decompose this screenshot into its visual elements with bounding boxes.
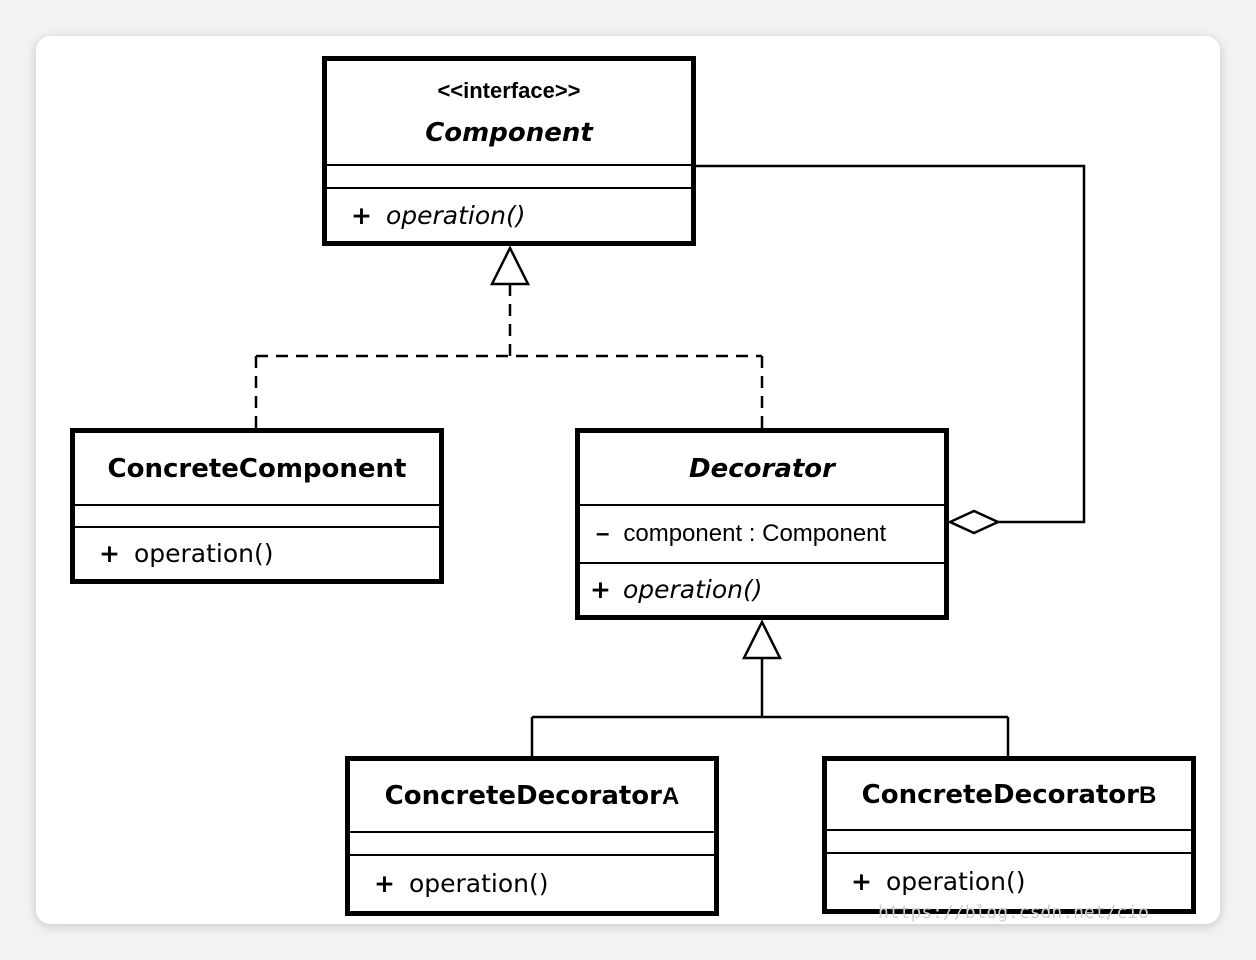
aggregation-diamond (946, 509, 1002, 535)
class-name: Component (425, 117, 593, 148)
class-name: ConcreteDecoratorA (385, 781, 680, 811)
stereotype-label: <<interface>> (437, 77, 581, 103)
method-label: operation() (622, 575, 763, 604)
method-label: operation() (408, 869, 549, 898)
attributes-section: – component : Component (580, 504, 944, 562)
visibility-marker: + (590, 575, 611, 604)
watermark-text: https://blog.csdn.net/cio (878, 902, 1149, 923)
class-name-section: Decorator (580, 433, 944, 504)
attributes-section (75, 504, 439, 526)
realization-connector (254, 284, 764, 430)
visibility-marker: + (351, 200, 372, 230)
class-name: ConcreteDecoratorB (862, 780, 1157, 810)
diagram-canvas: <<interface>> Component + operation() Co… (36, 36, 1220, 924)
class-name-section: ConcreteDecoratorB (827, 761, 1191, 829)
class-name-suffix: A (662, 783, 680, 810)
class-name-section: ConcreteComponent (75, 433, 439, 504)
class-name-suffix: B (1139, 782, 1157, 809)
class-name-main: ConcreteDecorator (384, 781, 662, 811)
visibility-marker: + (374, 869, 395, 898)
methods-section: + operation() (75, 526, 439, 579)
class-name-section: <<interface>> Component (327, 61, 691, 164)
method-label: operation() (885, 867, 1026, 896)
aggregation-connector (694, 164, 1086, 524)
methods-section: + operation() (350, 854, 714, 911)
connector-layer (254, 164, 1086, 758)
generalization-arrowhead (741, 619, 783, 660)
methods-section: + operation() (327, 187, 691, 241)
class-name-section: ConcreteDecoratorA (350, 761, 714, 831)
attributes-section (350, 831, 714, 854)
class-name-main: ConcreteDecorator (861, 780, 1139, 810)
class-decorator: Decorator – component : Component + oper… (575, 428, 949, 620)
attributes-section (827, 829, 1191, 852)
class-concrete-decorator-b: ConcreteDecoratorB + operation() (822, 756, 1196, 914)
methods-section: + operation() (827, 852, 1191, 909)
realization-arrowhead (489, 245, 531, 286)
attributes-section (327, 164, 691, 187)
methods-section: + operation() (580, 562, 944, 615)
class-concrete-decorator-a: ConcreteDecoratorA + operation() (345, 756, 719, 916)
class-name: ConcreteComponent (107, 453, 407, 484)
generalization-connector (530, 658, 1010, 758)
attribute-label: component : Component (623, 520, 887, 547)
method-label: operation() (133, 539, 274, 568)
visibility-marker: – (596, 520, 610, 547)
visibility-marker: + (99, 539, 120, 568)
visibility-marker: + (851, 867, 872, 896)
class-component: <<interface>> Component + operation() (322, 56, 696, 246)
class-name: Decorator (689, 453, 835, 484)
class-concrete-component: ConcreteComponent + operation() (70, 428, 444, 584)
method-label: operation() (385, 200, 526, 230)
